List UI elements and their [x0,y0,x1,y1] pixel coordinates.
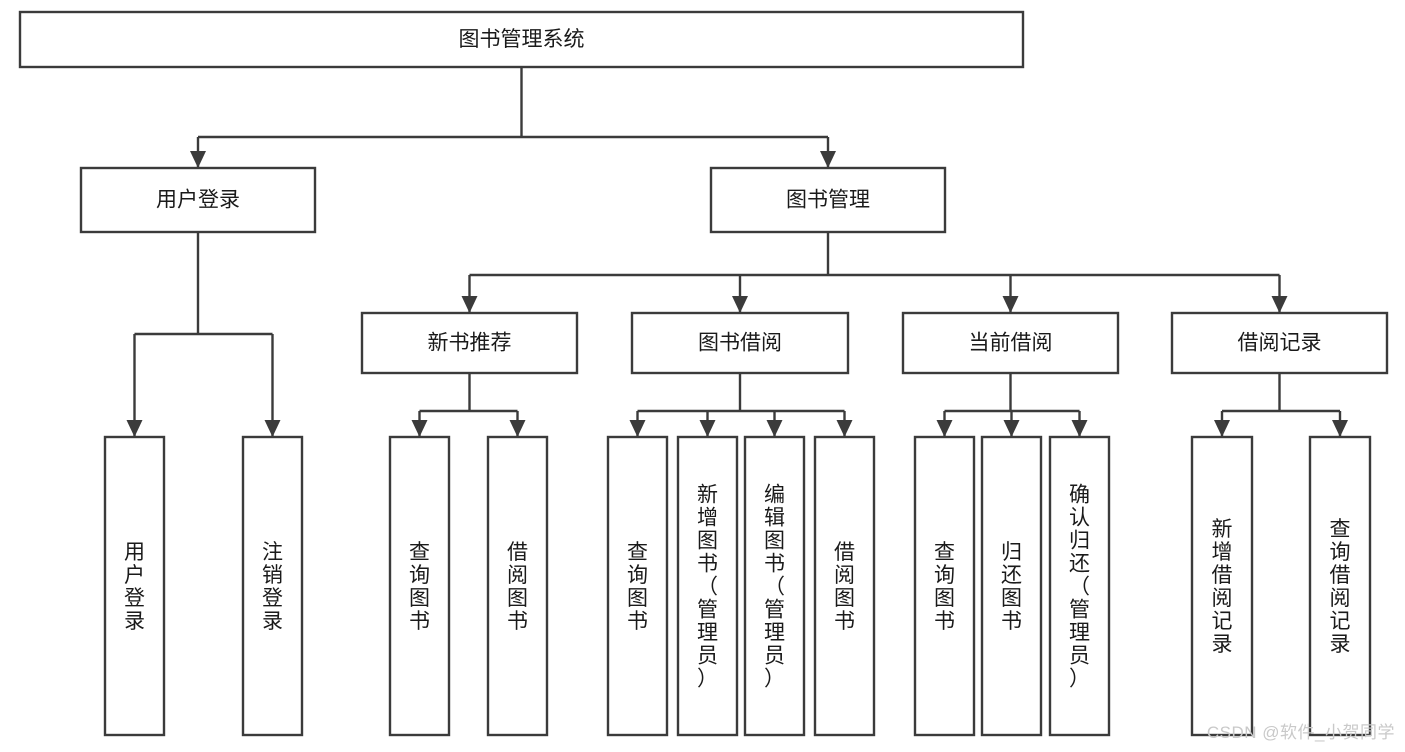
node-label: 归还图书 [1001,541,1022,633]
node-label: 当前借阅 [969,332,1053,355]
node-lvl2-1-图书管理[interactable]: 图书管理 [709,166,947,234]
node-leaf-6-编辑图书-管理员[interactable]: 编辑图书（管理员） [743,435,806,737]
arrow-head-icon [1071,420,1088,437]
node-leaf-5-新增图书-管理员[interactable]: 新增图书（管理员） [676,435,739,737]
node-label: 查询图书 [934,541,955,633]
node-label: 注销登录 [262,541,283,633]
arrow-head-icon [461,296,478,313]
arrow-head-icon [1271,296,1288,313]
node-label: 借阅图书 [507,541,528,633]
node-box [709,166,947,234]
node-label: 编辑图书（管理员） [764,484,785,691]
node-box [1170,311,1389,375]
node-box [1190,435,1254,737]
node-box [606,435,669,737]
node-leaf-11-新增借阅记录[interactable]: 新增借阅记录 [1190,435,1254,737]
node-box [388,435,451,737]
node-label: 用户登录 [156,189,240,212]
arrow-head-icon [1003,420,1020,437]
arrow-head-icon [509,420,526,437]
node-box [743,435,806,737]
node-box [360,311,579,375]
node-label: 新书推荐 [428,332,512,355]
node-leaf-2-查询图书[interactable]: 查询图书 [388,435,451,737]
node-box [813,435,876,737]
node-box [486,435,549,737]
arrow-head-icon [411,420,428,437]
node-box [913,435,976,737]
node-leaf-12-查询借阅记录[interactable]: 查询借阅记录 [1308,435,1372,737]
arrow-head-icon [936,420,953,437]
node-label: 新增借阅记录 [1212,518,1233,656]
node-leaf-8-查询图书[interactable]: 查询图书 [913,435,976,737]
node-box [676,435,739,737]
node-leaf-4-查询图书[interactable]: 查询图书 [606,435,669,737]
node-label: 新增图书（管理员） [697,484,718,691]
node-label: 查询借阅记录 [1330,518,1351,656]
node-leaf-1-注销登录[interactable]: 注销登录 [241,435,304,737]
node-label: 用户登录 [124,541,145,633]
arrow-head-icon [836,420,853,437]
node-leaf-0-用户登录[interactable]: 用户登录 [103,435,166,737]
arrow-head-icon [264,420,281,437]
node-lvl3-0-新书推荐[interactable]: 新书推荐 [360,311,579,375]
node-box [630,311,850,375]
node-layer: 图书管理系统用户登录图书管理新书推荐图书借阅当前借阅借阅记录用户登录注销登录查询… [18,10,1389,737]
node-lvl3-3-借阅记录[interactable]: 借阅记录 [1170,311,1389,375]
node-lvl2-0-用户登录[interactable]: 用户登录 [79,166,317,234]
node-label: 图书借阅 [698,332,782,355]
node-label: 查询图书 [627,541,648,633]
node-leaf-3-借阅图书[interactable]: 借阅图书 [486,435,549,737]
arrow-head-icon [766,420,783,437]
arrow-head-icon [732,296,748,313]
arrow-head-icon [1002,296,1019,313]
node-label: 借阅图书 [834,541,855,633]
node-root-0-图书管理系统[interactable]: 图书管理系统 [18,10,1025,69]
node-leaf-7-借阅图书[interactable]: 借阅图书 [813,435,876,737]
arrow-head-icon [629,420,646,437]
node-label: 查询图书 [409,541,430,633]
node-box [1308,435,1372,737]
arrow-head-icon [190,151,206,168]
node-label: 确认归还（管理员） [1069,484,1090,691]
arrow-head-icon [1214,420,1230,437]
arrow-head-icon [699,420,716,437]
node-label: 借阅记录 [1238,332,1322,355]
node-label: 图书管理系统 [459,28,585,51]
node-lvl3-2-当前借阅[interactable]: 当前借阅 [901,311,1120,375]
node-box [980,435,1043,737]
node-box [241,435,304,737]
node-box [18,10,1025,69]
csdn-watermark: CSDN @软件_小贺同学 [1206,723,1395,742]
node-box [1048,435,1111,737]
connector-layer [126,67,1348,437]
node-label: 图书管理 [786,189,870,212]
node-box [103,435,166,737]
node-box [901,311,1120,375]
node-box [79,166,317,234]
node-lvl3-1-图书借阅[interactable]: 图书借阅 [630,311,850,375]
node-leaf-10-确认归还-管理员[interactable]: 确认归还（管理员） [1048,435,1111,737]
arrow-head-icon [820,151,836,168]
arrow-head-icon [126,420,143,437]
arrow-head-icon [1332,420,1348,437]
node-leaf-9-归还图书[interactable]: 归还图书 [980,435,1043,737]
